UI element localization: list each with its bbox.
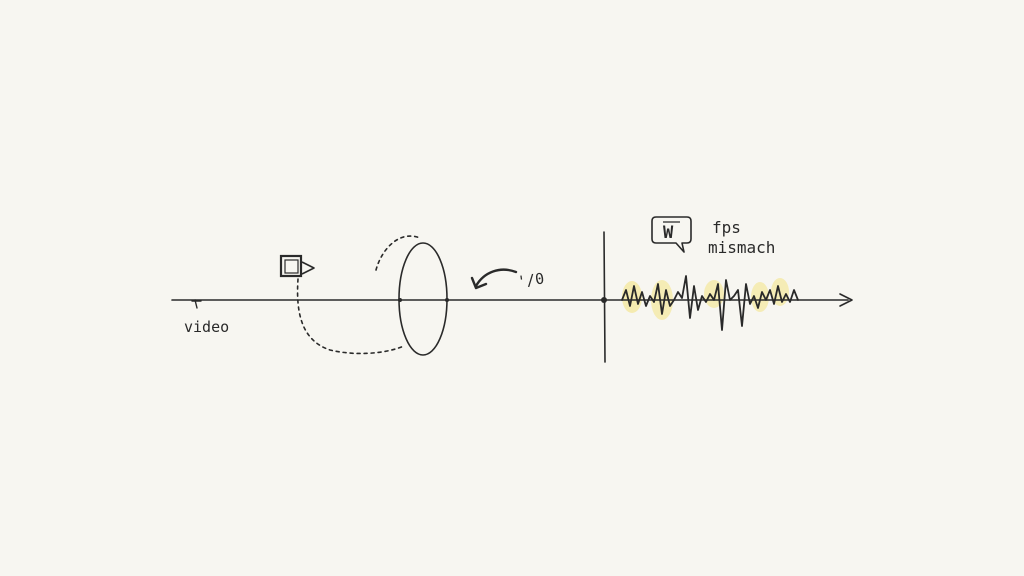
timeline-loop <box>398 242 448 356</box>
start-tick <box>191 299 202 309</box>
vertical-divider <box>603 231 606 363</box>
bubble-letter: W <box>663 223 674 243</box>
curved-arrowhead <box>470 276 488 290</box>
speech-bubble-icon: W <box>651 216 692 253</box>
divider-node <box>601 297 607 303</box>
video-label: video <box>184 318 229 336</box>
curved-arrow <box>474 268 518 288</box>
loop-node-left <box>398 298 402 302</box>
noisy-waveform <box>621 275 799 331</box>
highlight-blob <box>704 280 724 308</box>
dashed-arc-top <box>375 235 421 271</box>
dashed-connector <box>296 278 405 355</box>
loop-node-right <box>445 298 449 302</box>
fps-label: fps <box>712 218 741 237</box>
waveform-highlights <box>622 278 789 320</box>
video-camera-icon <box>279 254 315 278</box>
timeline-arrowhead <box>839 293 853 307</box>
arrow-note: '/0 <box>516 269 545 291</box>
mismatch-label: mismach <box>708 238 775 257</box>
